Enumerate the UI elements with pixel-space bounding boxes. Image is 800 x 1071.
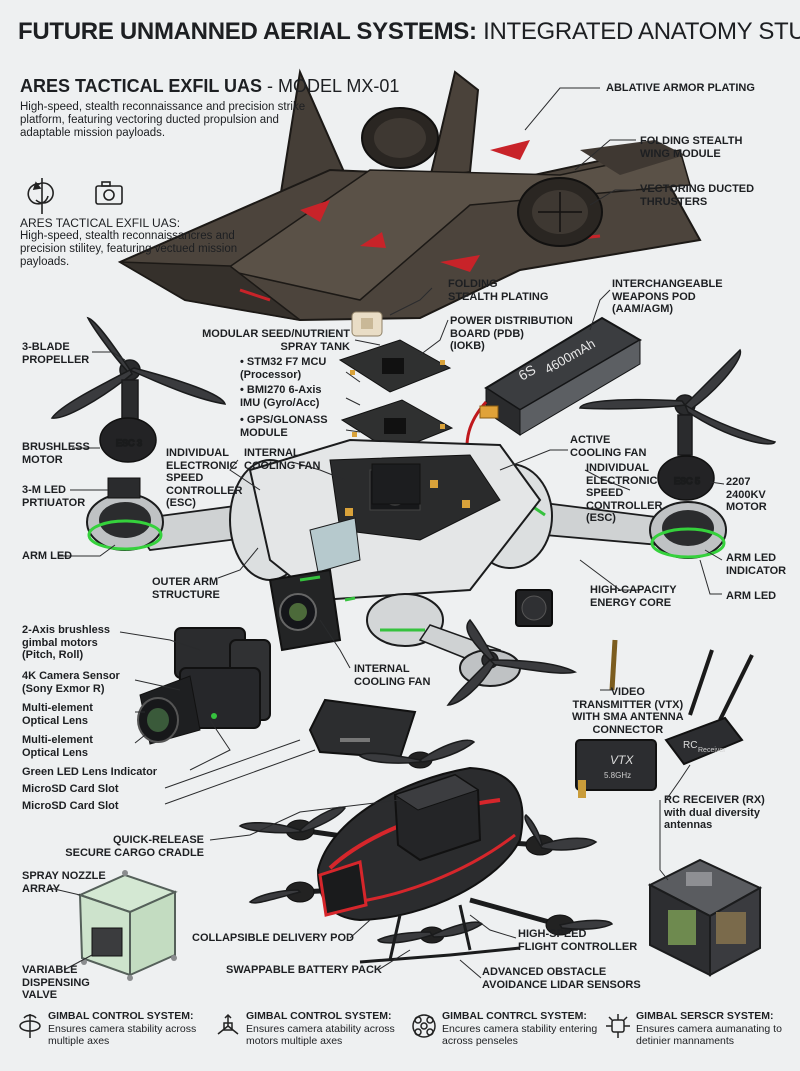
- label-battery-pack: SWAPPABLE BATTERY PACK: [226, 964, 382, 976]
- label-flight-controller: HIGH-SPEED FLIGHT CONTROLLER: [518, 928, 638, 953]
- page-title-bold: FUTURE UNMANNED AERIAL SYSTEMS:: [18, 18, 477, 45]
- rotation-icon: [27, 178, 54, 214]
- label-esc-right: INDIVIDUAL ELECTRONIC SPEED CONTROLLER (…: [586, 462, 663, 524]
- label-weapons-pod: INTERCHANGEABLE WEAPONS POD (AAM/AGM): [612, 278, 723, 315]
- footer-text: Ensures camera stability across multiple…: [48, 1023, 197, 1047]
- rc-marking: RC: [683, 740, 697, 751]
- label-outer-arm: OUTER ARM STRUCTURE: [152, 576, 220, 601]
- label-internal-fan-top: INTERNAL COOLING FAN: [244, 447, 321, 472]
- page-title-thin: INTEGRATED ANATOMY STUDY: [483, 18, 800, 45]
- label-pdb: POWER DISTRIBUTION BOARD (PDB) (IOKB): [450, 315, 573, 352]
- label-variable-valve: VARIABLE DISPENSING VALVE: [22, 964, 90, 1001]
- model-title-bold: ARES TACTICAL EXFIL UAS: [20, 76, 263, 96]
- left-propeller: ESC 3: [50, 316, 227, 463]
- led-actuator-part: [107, 477, 141, 499]
- label-imu: • BMI270 6-Axis IMU (Gyro/Acc): [240, 384, 322, 409]
- drone-rotor-icon: [412, 1014, 436, 1038]
- exploded-electronics: [338, 311, 454, 453]
- gimbal-camera: [137, 627, 271, 745]
- delivery-drone: [238, 739, 614, 964]
- label-arm-led-left: ARM LED: [22, 550, 73, 562]
- page-title: FUTURE UNMANNED AERIAL SYSTEMS: INTEGRAT…: [18, 18, 800, 46]
- right-propeller: ESC 5: [579, 348, 777, 501]
- label-lidar: ADVANCED OBSTACLE AVOIDANCE LIDAR SENSOR…: [482, 966, 641, 991]
- label-seed-tank: MODULAR SEED/NUTRIENT SPRAY TANK: [202, 328, 350, 353]
- label-folding-wing: FOLDING STEALTH WING MODULE: [640, 135, 743, 160]
- model-title-thin: - MODEL MX-01: [262, 76, 400, 96]
- label-delivery-pod: COLLAPSIBLE DELIVERY POD: [192, 932, 354, 944]
- label-brushless-motor: BRUSHLESS MOTOR: [22, 441, 90, 466]
- label-optical-lens-1: Multi-element Optical Lens: [22, 702, 93, 727]
- energy-core-fan: [515, 589, 553, 627]
- cooling-fan-top: [371, 463, 421, 505]
- footer-heading: GIMBAL CONTRCL SYSTEM:: [442, 1010, 587, 1022]
- rc-sub-marking: Receiver: [698, 747, 726, 754]
- label-2207-motor: 2207 2400KV MOTOR: [726, 476, 767, 513]
- footer-heading: GIMBAL CONTROL SYSTEM:: [48, 1010, 194, 1022]
- label-rc-receiver: RC RECEIVER (RX) with dual diversity ant…: [664, 794, 765, 831]
- label-camera-sensor: 4K Camera Sensor (Sony Exmor R): [22, 670, 120, 695]
- rear-propeller: [446, 618, 578, 706]
- label-arm-led-indicator: ARM LED INDICATOR: [726, 552, 787, 577]
- footer-heading: GIMBAL SERSCR SYSTEM:: [636, 1010, 774, 1022]
- rc-receiver: RC Receiver: [664, 649, 754, 766]
- model-description-repeat: ARES TACTICAL EXFIL UAS:High-speed, stea…: [20, 217, 250, 269]
- esc-left-marking: ESC 3: [116, 438, 142, 448]
- footer-text: Encures camera stability entering across…: [442, 1023, 598, 1047]
- footer-item-4: GIMBAL SERSCR SYSTEM: Ensures camera aum…: [604, 1010, 800, 1060]
- label-led-actuator: 3-M LED PRTIUATOR: [22, 484, 86, 509]
- vtx-marking: VTX: [610, 753, 634, 767]
- stealth-jet: [117, 68, 702, 322]
- vtx-module: VTX 5.8GHz: [575, 639, 657, 798]
- label-microsd-1: MicroSD Card Slot: [22, 783, 119, 795]
- model-title: ARES TACTICAL EXFIL UAS - MODEL MX-01: [20, 76, 399, 97]
- footer-item-3: GIMBAL CONTRCL SYSTEM: Encures camera st…: [410, 1010, 606, 1060]
- model-description: High-speed, stealth reconnaissance and p…: [20, 101, 306, 139]
- label-mcu: • STM32 F7 MCU (Processor): [240, 356, 327, 381]
- footer-item-1: GIMBAL CONTROL SYSTEM: Ensures camera st…: [16, 1010, 212, 1060]
- vtx-sub-marking: 5.8GHz: [604, 771, 631, 780]
- gimbal-sensor-icon: [606, 1014, 630, 1038]
- label-gimbal-motors: 2-Axis brushless gimbal motors (Pitch, R…: [22, 624, 111, 661]
- label-green-led: Green LED Lens Indicator: [22, 766, 158, 778]
- microsd-card: [308, 698, 417, 760]
- label-propeller: 3-BLADE PROPELLER: [22, 341, 90, 366]
- label-active-fan: ACTIVE COOLING FAN: [570, 434, 647, 459]
- label-ablative-armor: ABLATIVE ARMOR PLATING: [606, 82, 755, 94]
- label-esc-left: INDIVIDUAL ELECTRONIC SPEED CONTROLLER (…: [166, 447, 243, 509]
- spray-tank: [77, 870, 178, 981]
- model-description-body: High-speed, stealth reconnaissancres and…: [20, 230, 238, 268]
- label-cargo-cradle: QUICK-RELEASE SECURE CARGO CRADLE: [65, 834, 204, 859]
- gimbal-rotation-icon: [19, 1014, 41, 1038]
- label-internal-fan-mid: INTERNAL COOLING FAN: [354, 663, 431, 688]
- footer-text: Ensures camera atability across motors m…: [246, 1023, 395, 1047]
- callout-lines: [49, 87, 725, 979]
- footer-text: Ensures camera aumanating to detinier ma…: [636, 1023, 782, 1047]
- label-optical-lens-2: Multi-element Optical Lens: [22, 734, 93, 759]
- label-folding-plating: FOLDING STEALTH PLATING: [448, 278, 549, 303]
- label-arm-led-right: ARM LED: [726, 590, 777, 602]
- label-spray-nozzle: SPRAY NOZZLE ARRAY: [22, 870, 106, 895]
- footer-heading: GIMBAL CONTROL SYSTEM:: [246, 1010, 392, 1022]
- label-vtx: VIDEO TRANSMITTER (VTX) with SMA antenna…: [572, 686, 684, 736]
- battery-cells: 6S: [516, 361, 539, 383]
- label-gps: • GPS/GLONASS MODULE: [240, 414, 328, 439]
- flight-controller-box: [647, 858, 763, 977]
- footer-item-2: GIMBAL CONTROL SYSTEM: Ensures camera at…: [214, 1010, 410, 1060]
- label-energy-core: HIGH-CAPACITY ENERGY CORE: [590, 584, 677, 609]
- camera-icon: [95, 181, 123, 205]
- esc-right-marking: ESC 5: [674, 476, 700, 486]
- model-description-heading: ARES TACTICAL EXFIL UAS:: [20, 216, 181, 230]
- axes-icon: [217, 1013, 239, 1035]
- label-vectoring-thrusters: VECTORING DUCTED THRUSTERS: [640, 183, 755, 208]
- label-microsd-2: MicroSD Card Slot: [22, 800, 119, 812]
